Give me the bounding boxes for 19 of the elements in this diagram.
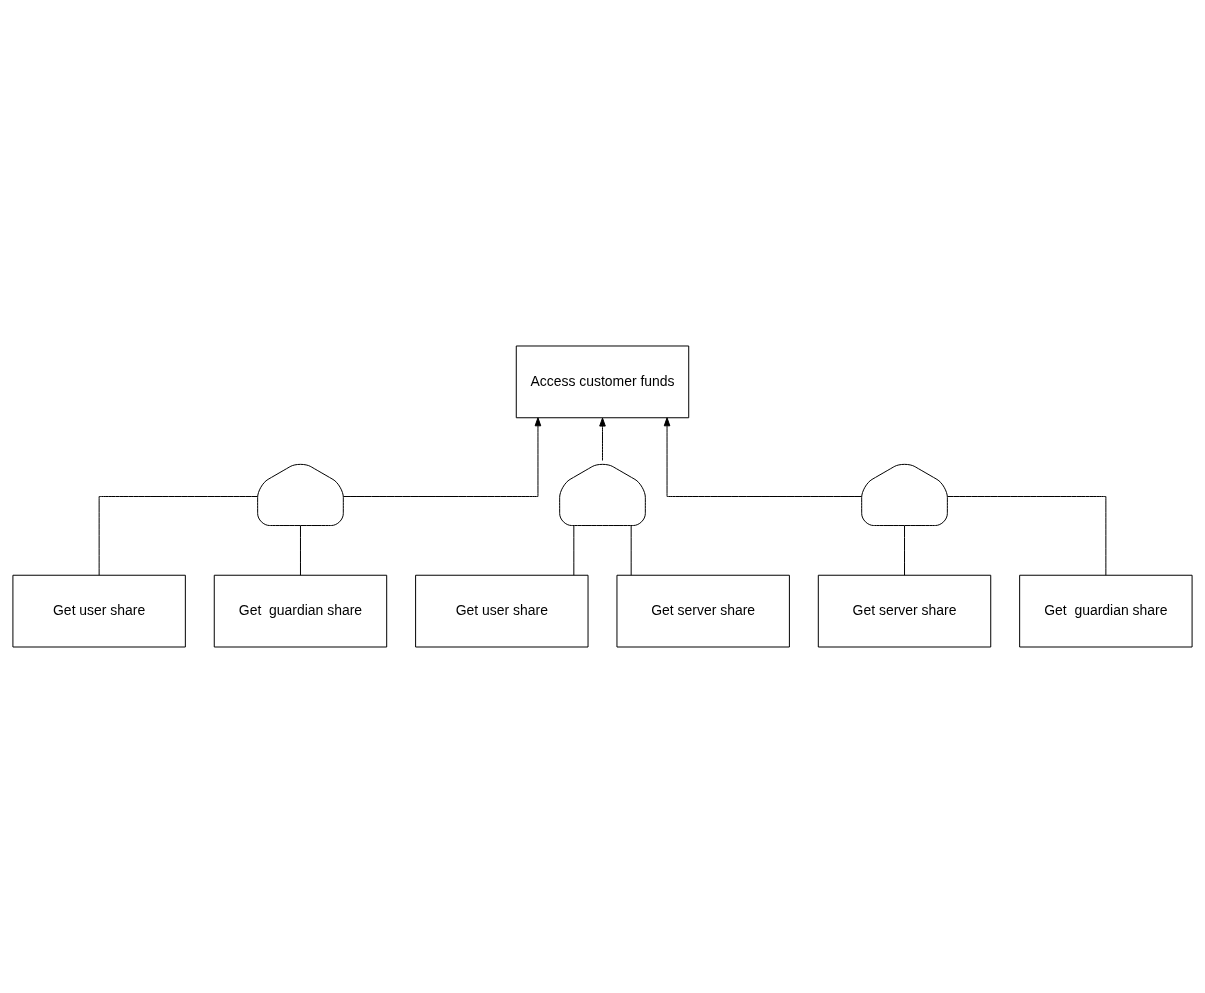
- node-box: Get server share: [817, 574, 992, 648]
- node-box: Get guardian share: [213, 574, 388, 648]
- node-gate: [257, 463, 344, 527]
- node-box: Access customer funds: [515, 345, 690, 419]
- node-box: Get guardian share: [1019, 574, 1193, 648]
- node-box: Get server share: [616, 574, 790, 648]
- node-gate: [861, 463, 948, 527]
- connector: [98, 496, 258, 576]
- connector: [904, 525, 905, 576]
- node-box: Get user share: [415, 574, 589, 648]
- connector: [300, 525, 301, 576]
- connector: [947, 496, 1107, 576]
- connector: [573, 525, 575, 576]
- arrow: [599, 417, 606, 462]
- connector: [630, 525, 632, 576]
- node-box: Get user share: [12, 574, 186, 648]
- arrow: [343, 417, 542, 497]
- arrow: [663, 417, 862, 497]
- node-gate: [559, 463, 646, 527]
